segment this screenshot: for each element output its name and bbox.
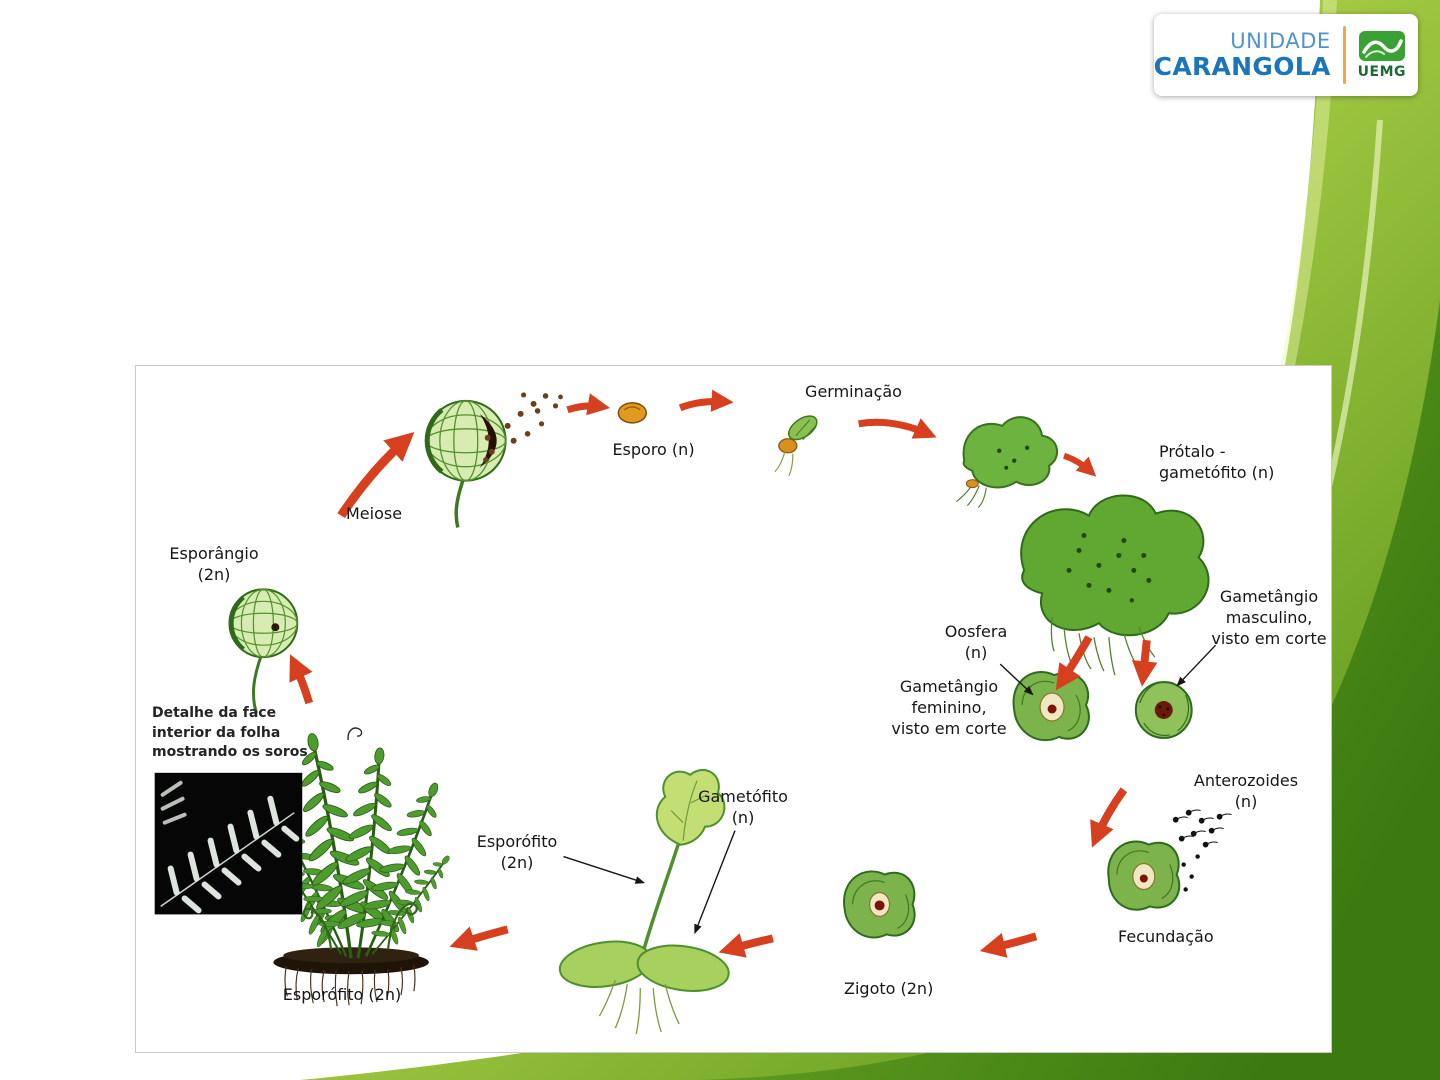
diagram-illustrations: [154, 389, 1232, 1035]
arrow-to-adult-fern: [449, 925, 509, 951]
label-meiose: Meiose: [346, 504, 403, 523]
label-fecundacao: Fecundação: [1118, 927, 1214, 946]
label-protalo: Prótalo - gametófito (n): [1159, 442, 1275, 482]
sperm-cells-illustration: [1172, 809, 1232, 848]
young-prothallus-illustration: [956, 416, 1059, 508]
arrow-to-female-gametangium: [1055, 635, 1093, 691]
young-sporophyte-illustration: [558, 769, 730, 1035]
logo-text: UNIDADE CARANGOLA: [1154, 30, 1331, 80]
label-detalhe-soros: Detalhe da face interior da folha mostra…: [152, 705, 308, 761]
label-gametangio-masculino: Gametângio masculino, visto em corte: [1211, 587, 1327, 648]
fertilization-illustration: [1107, 840, 1200, 911]
logo-carangola: CARANGOLA: [1153, 51, 1331, 81]
label-esporangio: Esporângio (2n): [169, 544, 259, 584]
label-gametangio-feminino: Gametângio feminino, visto em corte: [891, 677, 1007, 738]
uemg-badge: UEMG: [1358, 30, 1406, 80]
arrow-spore-to-germination: [678, 389, 734, 412]
uemg-wave-icon: [1358, 31, 1405, 61]
uemg-badge-label: UEMG: [1357, 64, 1406, 80]
pointer-oosfera: [999, 663, 1034, 696]
pointer-lines: [563, 644, 1217, 935]
arrow-to-zygote: [979, 932, 1038, 958]
pointer-esporofito: [563, 855, 646, 884]
arrow-germination-to-prothallus: [858, 418, 937, 439]
fern-life-cycle-diagram: Meiose Esporo (n) Germinação Prótalo - g…: [135, 365, 1332, 1053]
label-zigoto: Zigoto (2n): [844, 979, 934, 998]
arrow-to-gametophyte: [718, 933, 774, 958]
sori-photo: [154, 772, 303, 915]
label-oosfera: Oosfera (n): [944, 622, 1008, 662]
arrow-spores-to-spore: [566, 393, 610, 416]
label-germinacao: Germinação: [805, 382, 902, 401]
pointer-gametangio-masculino: [1176, 644, 1217, 687]
arrow-meiose: [337, 432, 415, 519]
pointer-gametofito: [694, 830, 736, 935]
arrow-to-sporangium: [289, 654, 314, 705]
spore-illustration: [617, 402, 648, 424]
logo-divider: [1342, 26, 1346, 84]
arrow-to-fertilization: [1090, 787, 1128, 848]
open-sporangium-illustration: [424, 392, 563, 528]
label-anterozoides: Anterozoides (n): [1193, 771, 1299, 811]
uemg-logo-card: UNIDADE CARANGOLA UEMG: [1154, 14, 1418, 96]
label-esporofito-adulto: Esporófito (2n): [282, 985, 402, 1004]
female-gametangium-illustration: [1012, 671, 1090, 742]
logo-unidade: UNIDADE: [1230, 29, 1331, 54]
arrow-to-male-gametangium: [1131, 639, 1158, 687]
zygote-illustration: [843, 870, 916, 939]
adult-fern-illustration: [249, 727, 462, 1007]
germinating-spore-illustration: [774, 415, 818, 476]
label-esporofito-jovem: Esporófito (2n): [476, 832, 558, 872]
male-gametangium-illustration: [1134, 681, 1193, 739]
arrow-to-large-prothallus: [1063, 452, 1097, 477]
cycle-arrows: [289, 389, 1158, 958]
label-gametofito: Gametófito (n): [698, 787, 788, 827]
prothallus-illustration: [1020, 494, 1210, 676]
closed-sporangium-illustration: [228, 588, 299, 714]
label-esporo: Esporo (n): [612, 440, 695, 459]
